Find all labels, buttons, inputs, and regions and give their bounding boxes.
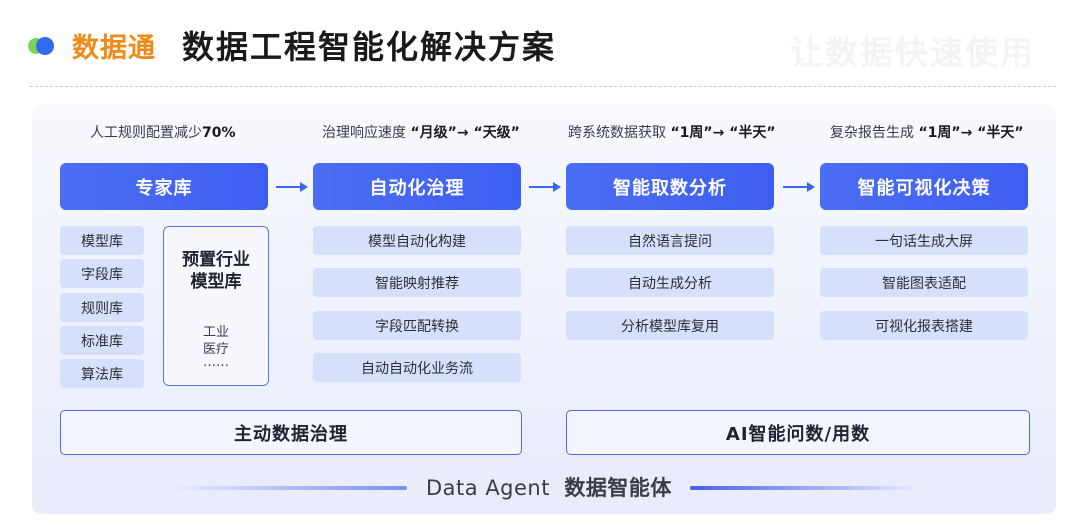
data-agent-label: Data Agent 数据智能体 bbox=[426, 476, 672, 500]
header: 数据通 数据工程智能化解决方案 让数据快速使用 bbox=[0, 0, 1080, 88]
gov-item[interactable]: 智能映射推荐 bbox=[313, 268, 521, 297]
ai-query-button[interactable]: AI智能问数/用数 bbox=[566, 410, 1030, 455]
flow-arrow-2 bbox=[529, 182, 561, 192]
preset-title-2: 模型库 bbox=[190, 272, 242, 292]
dashed-divider bbox=[30, 86, 1056, 87]
flow-arrow-1 bbox=[276, 182, 308, 192]
preset-industry-models[interactable]: 预置行业 模型库 工业 医疗 …… bbox=[163, 226, 269, 386]
viz-item[interactable]: 一句话生成大屏 bbox=[820, 226, 1028, 255]
gov-item[interactable]: 模型自动化构建 bbox=[313, 226, 521, 255]
preset-medical: 医疗 bbox=[202, 342, 229, 357]
analysis-item[interactable]: 分析模型库复用 bbox=[566, 311, 774, 340]
logo-icon bbox=[28, 36, 58, 56]
lib-rule[interactable]: 规则库 bbox=[60, 293, 144, 322]
preset-industry: 工业 bbox=[202, 325, 229, 340]
active-governance-button[interactable]: 主动数据治理 bbox=[60, 410, 522, 455]
preset-more: …… bbox=[203, 355, 229, 370]
flow-arrow-3 bbox=[783, 182, 815, 192]
viz-item[interactable]: 智能图表适配 bbox=[820, 268, 1028, 297]
viz-item[interactable]: 可视化报表搭建 bbox=[820, 311, 1028, 340]
preset-title-1: 预置行业 bbox=[182, 250, 250, 270]
expert-library-header[interactable]: 专家库 bbox=[60, 163, 268, 210]
page-title: 数据工程智能化解决方案 bbox=[182, 28, 557, 66]
lib-standard[interactable]: 标准库 bbox=[60, 326, 144, 355]
stat-report: 复杂报告生成 “1周”→ “半天” bbox=[830, 125, 1024, 141]
smart-visualization-header[interactable]: 智能可视化决策 bbox=[820, 163, 1028, 210]
gov-item[interactable]: 自动自动化业务流 bbox=[313, 353, 521, 382]
agent-line-right bbox=[690, 486, 920, 490]
lib-field[interactable]: 字段库 bbox=[60, 259, 144, 288]
agent-line-left bbox=[172, 486, 407, 490]
stat-expert: 人工规则配置减少70% bbox=[90, 125, 236, 141]
lib-algorithm[interactable]: 算法库 bbox=[60, 359, 144, 388]
auto-governance-header[interactable]: 自动化治理 bbox=[313, 163, 521, 210]
watermark-slogan: 让数据快速使用 bbox=[790, 33, 1035, 72]
gov-item[interactable]: 字段匹配转换 bbox=[313, 311, 521, 340]
stat-retrieval: 跨系统数据获取 “1周”→ “半天” bbox=[568, 125, 776, 141]
smart-analysis-header[interactable]: 智能取数分析 bbox=[566, 163, 774, 210]
analysis-item[interactable]: 自然语言提问 bbox=[566, 226, 774, 255]
lib-model[interactable]: 模型库 bbox=[60, 226, 144, 255]
analysis-item[interactable]: 自动生成分析 bbox=[566, 268, 774, 297]
brand-name: 数据通 bbox=[72, 33, 156, 64]
stat-governance: 治理响应速度 “月级”→ “天级” bbox=[322, 125, 520, 141]
